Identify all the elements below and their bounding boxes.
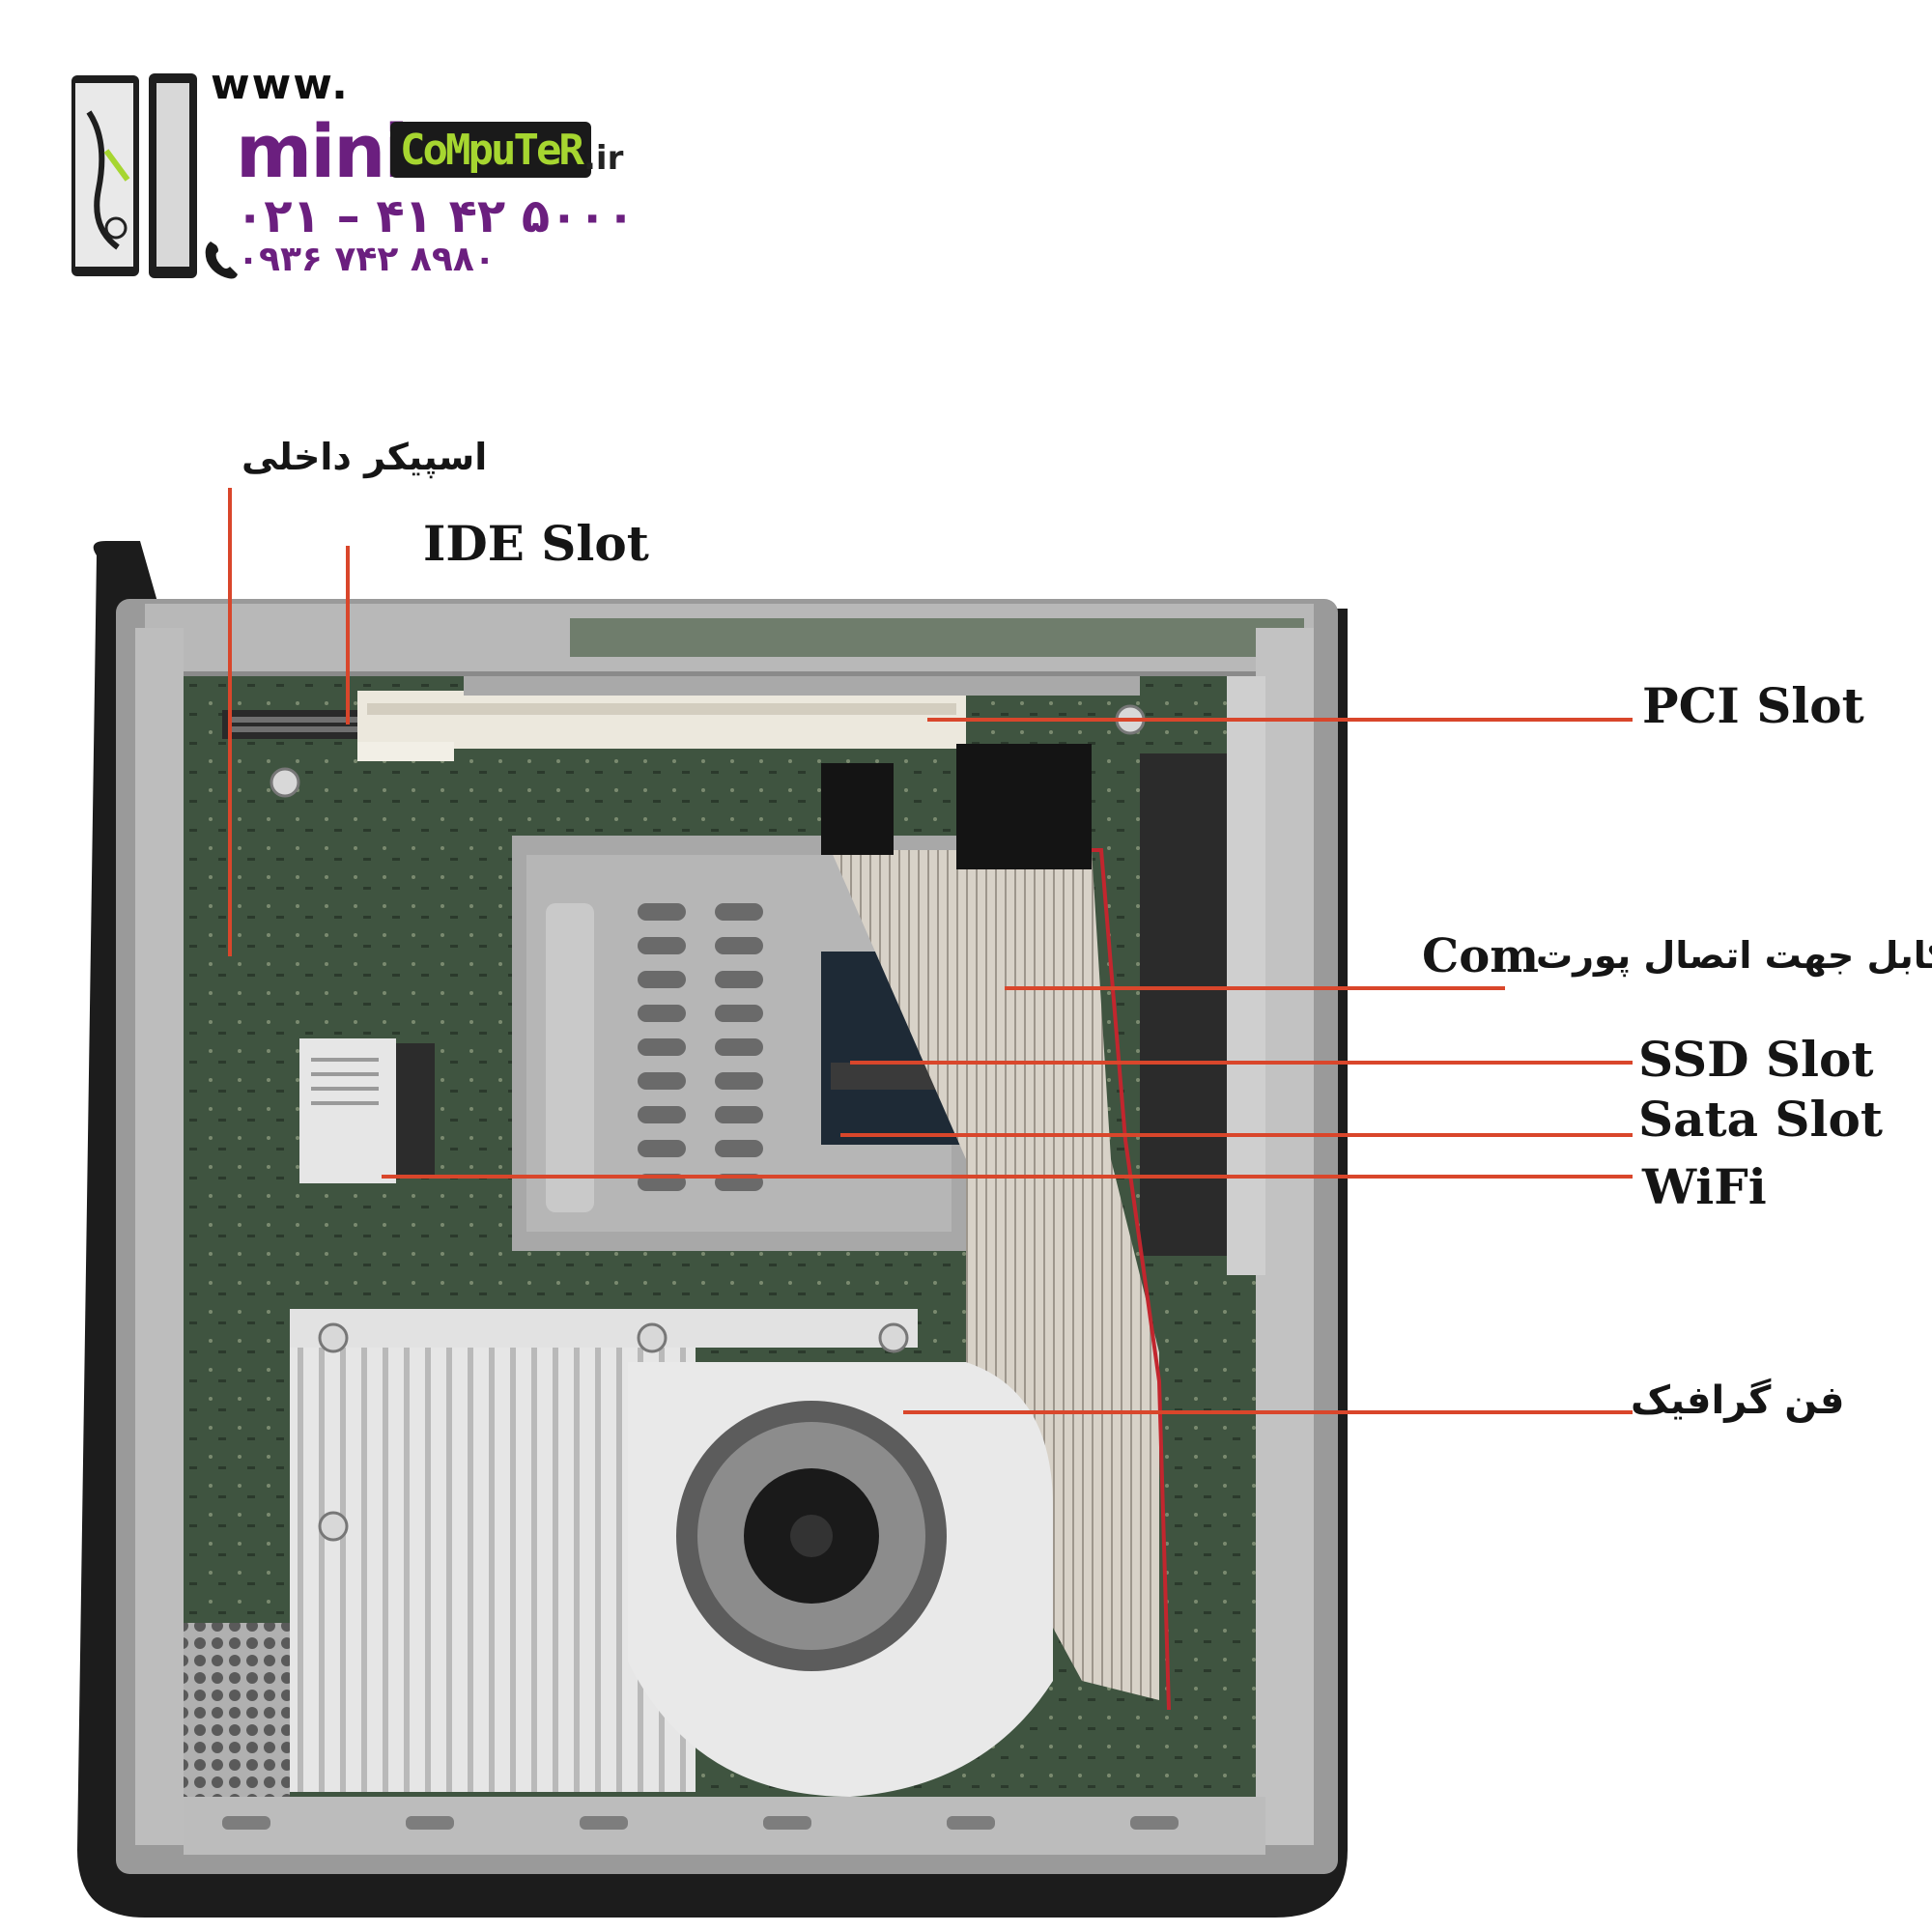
bottom-rail <box>184 1797 1265 1855</box>
label-sata-slot: Sata Slot <box>1638 1091 1883 1148</box>
logo-mark-icon <box>71 73 197 278</box>
logo-computer-text: CoMpuTeR <box>400 125 584 175</box>
logo-www: www. <box>211 60 350 109</box>
left-rail <box>135 628 184 1845</box>
logo-mini: mini <box>236 108 409 194</box>
label-com-cable: کابل جهت اتصال پورت <box>1536 934 1932 977</box>
label-ssd-slot: SSD Slot <box>1638 1031 1874 1088</box>
logo-phone-landline: ۰۲۱ – ۴۱ ۴۲ ۵۰۰۰ <box>236 189 636 243</box>
label-com: Com <box>1422 929 1540 983</box>
logo-phone-mobile: ۰۹۳۶ ۷۴۲ ۸۹۸۰ <box>238 240 496 279</box>
wifi-card <box>299 1038 396 1183</box>
logo-tld: .ir <box>583 139 624 178</box>
annotation-leader-lines <box>228 488 1633 1414</box>
label-wifi: WiFi <box>1642 1158 1767 1215</box>
memory-slot <box>1140 753 1236 1256</box>
label-pci-slot: PCI Slot <box>1642 677 1864 734</box>
pci-slot <box>357 691 966 749</box>
logo-computer-badge: CoMpuTeR <box>390 122 591 178</box>
phone-icon <box>205 242 238 279</box>
label-graphics-fan: فن گرافیک <box>1631 1378 1845 1423</box>
label-ide-slot: IDE Slot <box>423 515 649 572</box>
label-internal-speaker: اسپیکر داخلی <box>242 436 488 478</box>
